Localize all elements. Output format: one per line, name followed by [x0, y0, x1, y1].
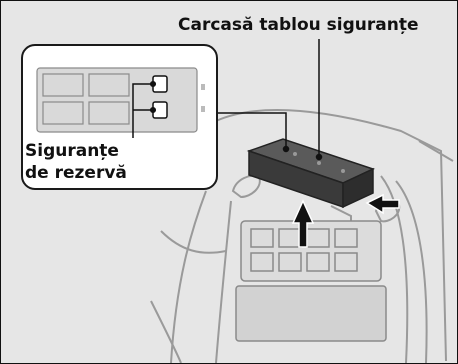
spare-fuses-label-line1: Siguranțe: [25, 141, 119, 161]
fuse-box-housing: [246, 138, 376, 209]
fuse-box-housing-label: Carcasă tablou siguranțe: [178, 15, 419, 35]
arrow-left-icon: [365, 193, 400, 215]
spare-fuses-label-line2: de rezervă: [25, 163, 127, 183]
spare-fuses-label: Siguranțe de rezervă: [25, 140, 127, 184]
spare-fuses-inset: [21, 44, 218, 190]
callout-lines: [218, 39, 323, 161]
spare-fuse-icons: [152, 75, 168, 119]
engine-bay-lines: [150, 109, 454, 363]
inset-leader: [218, 112, 287, 148]
arrow-up-icon: [291, 199, 315, 248]
fuse-block: [235, 220, 387, 342]
inset-illustration: [36, 67, 205, 138]
